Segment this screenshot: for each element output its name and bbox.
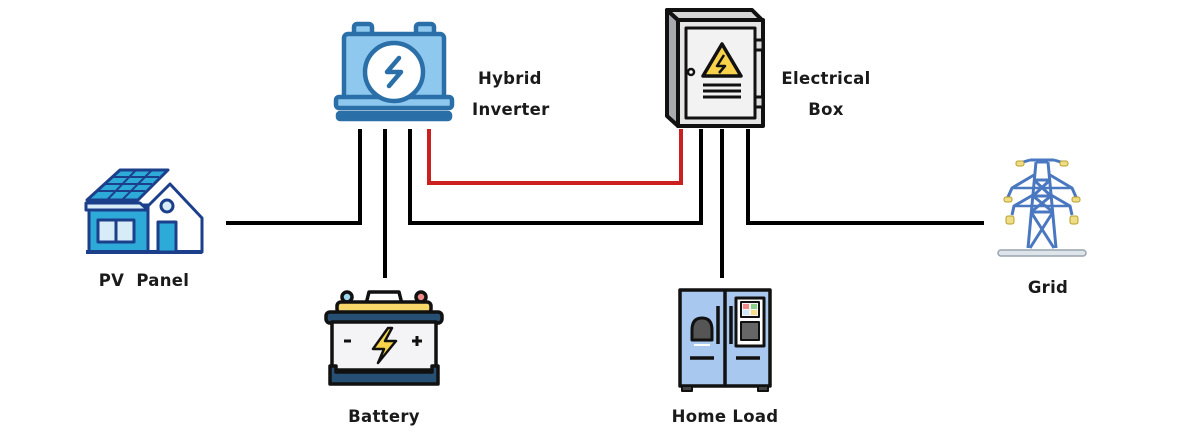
diagram-canvas: Hybrid Inverter Electrical Box PV Panel … — [84, 8, 1087, 426]
power-tower-icon[interactable] — [997, 158, 1087, 257]
wire-pv-to-inverter — [226, 129, 362, 225]
electrical-box-label-line2: Box — [808, 100, 844, 119]
inverter-label-line1: Hybrid — [478, 69, 542, 88]
home-load-label: Home Load — [671, 407, 779, 426]
battery-label: Battery — [348, 407, 420, 426]
inverter-icon[interactable] — [333, 21, 455, 122]
refrigerator-icon[interactable] — [678, 288, 772, 392]
electrical-box-label-line1: Electrical — [781, 69, 871, 88]
wiring-svg — [84, 8, 1087, 392]
solar-house-icon[interactable] — [84, 168, 204, 254]
inverter-label: Hybrid Inverter — [472, 63, 550, 125]
grid-label: Grid — [1027, 278, 1069, 297]
pv-panel-label: PV Panel — [98, 271, 190, 290]
wire-box-to-grid — [746, 129, 984, 225]
electrical-box-label: Electrical Box — [778, 63, 874, 125]
electrical-box-icon[interactable] — [665, 8, 765, 128]
battery-icon[interactable] — [324, 290, 444, 386]
inverter-label-line2: Inverter — [472, 100, 550, 119]
wire-inverter-to-box — [408, 129, 703, 225]
wire-inverter-to-box-red — [427, 129, 683, 185]
